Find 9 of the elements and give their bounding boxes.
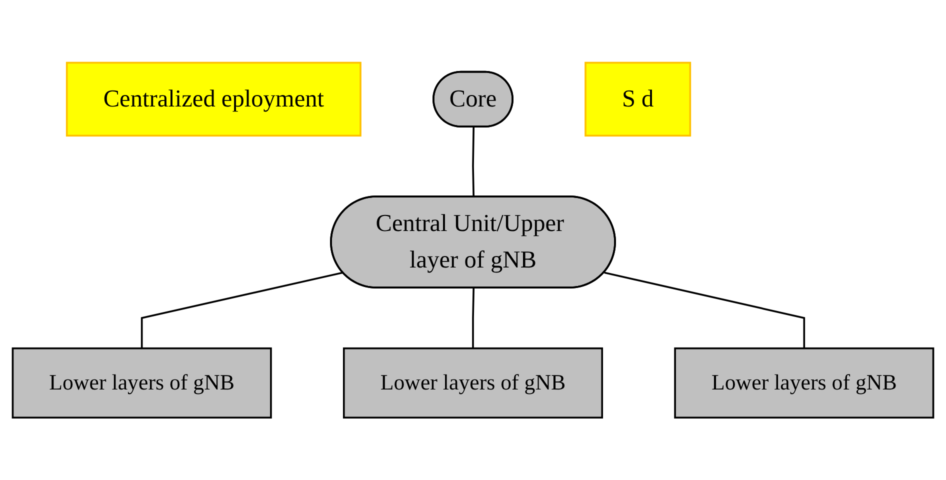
node-box: Lower layers of gNB — [12, 347, 272, 418]
connector — [472, 288, 475, 348]
node-box: Centralized eployment — [66, 62, 362, 136]
connector — [604, 272, 806, 348]
connector — [472, 126, 475, 197]
connector — [140, 272, 344, 348]
node-box: Lower layers of gNB — [674, 347, 934, 418]
node-box: S d — [584, 62, 692, 136]
node-box: Lower layers of gNB — [342, 347, 604, 418]
